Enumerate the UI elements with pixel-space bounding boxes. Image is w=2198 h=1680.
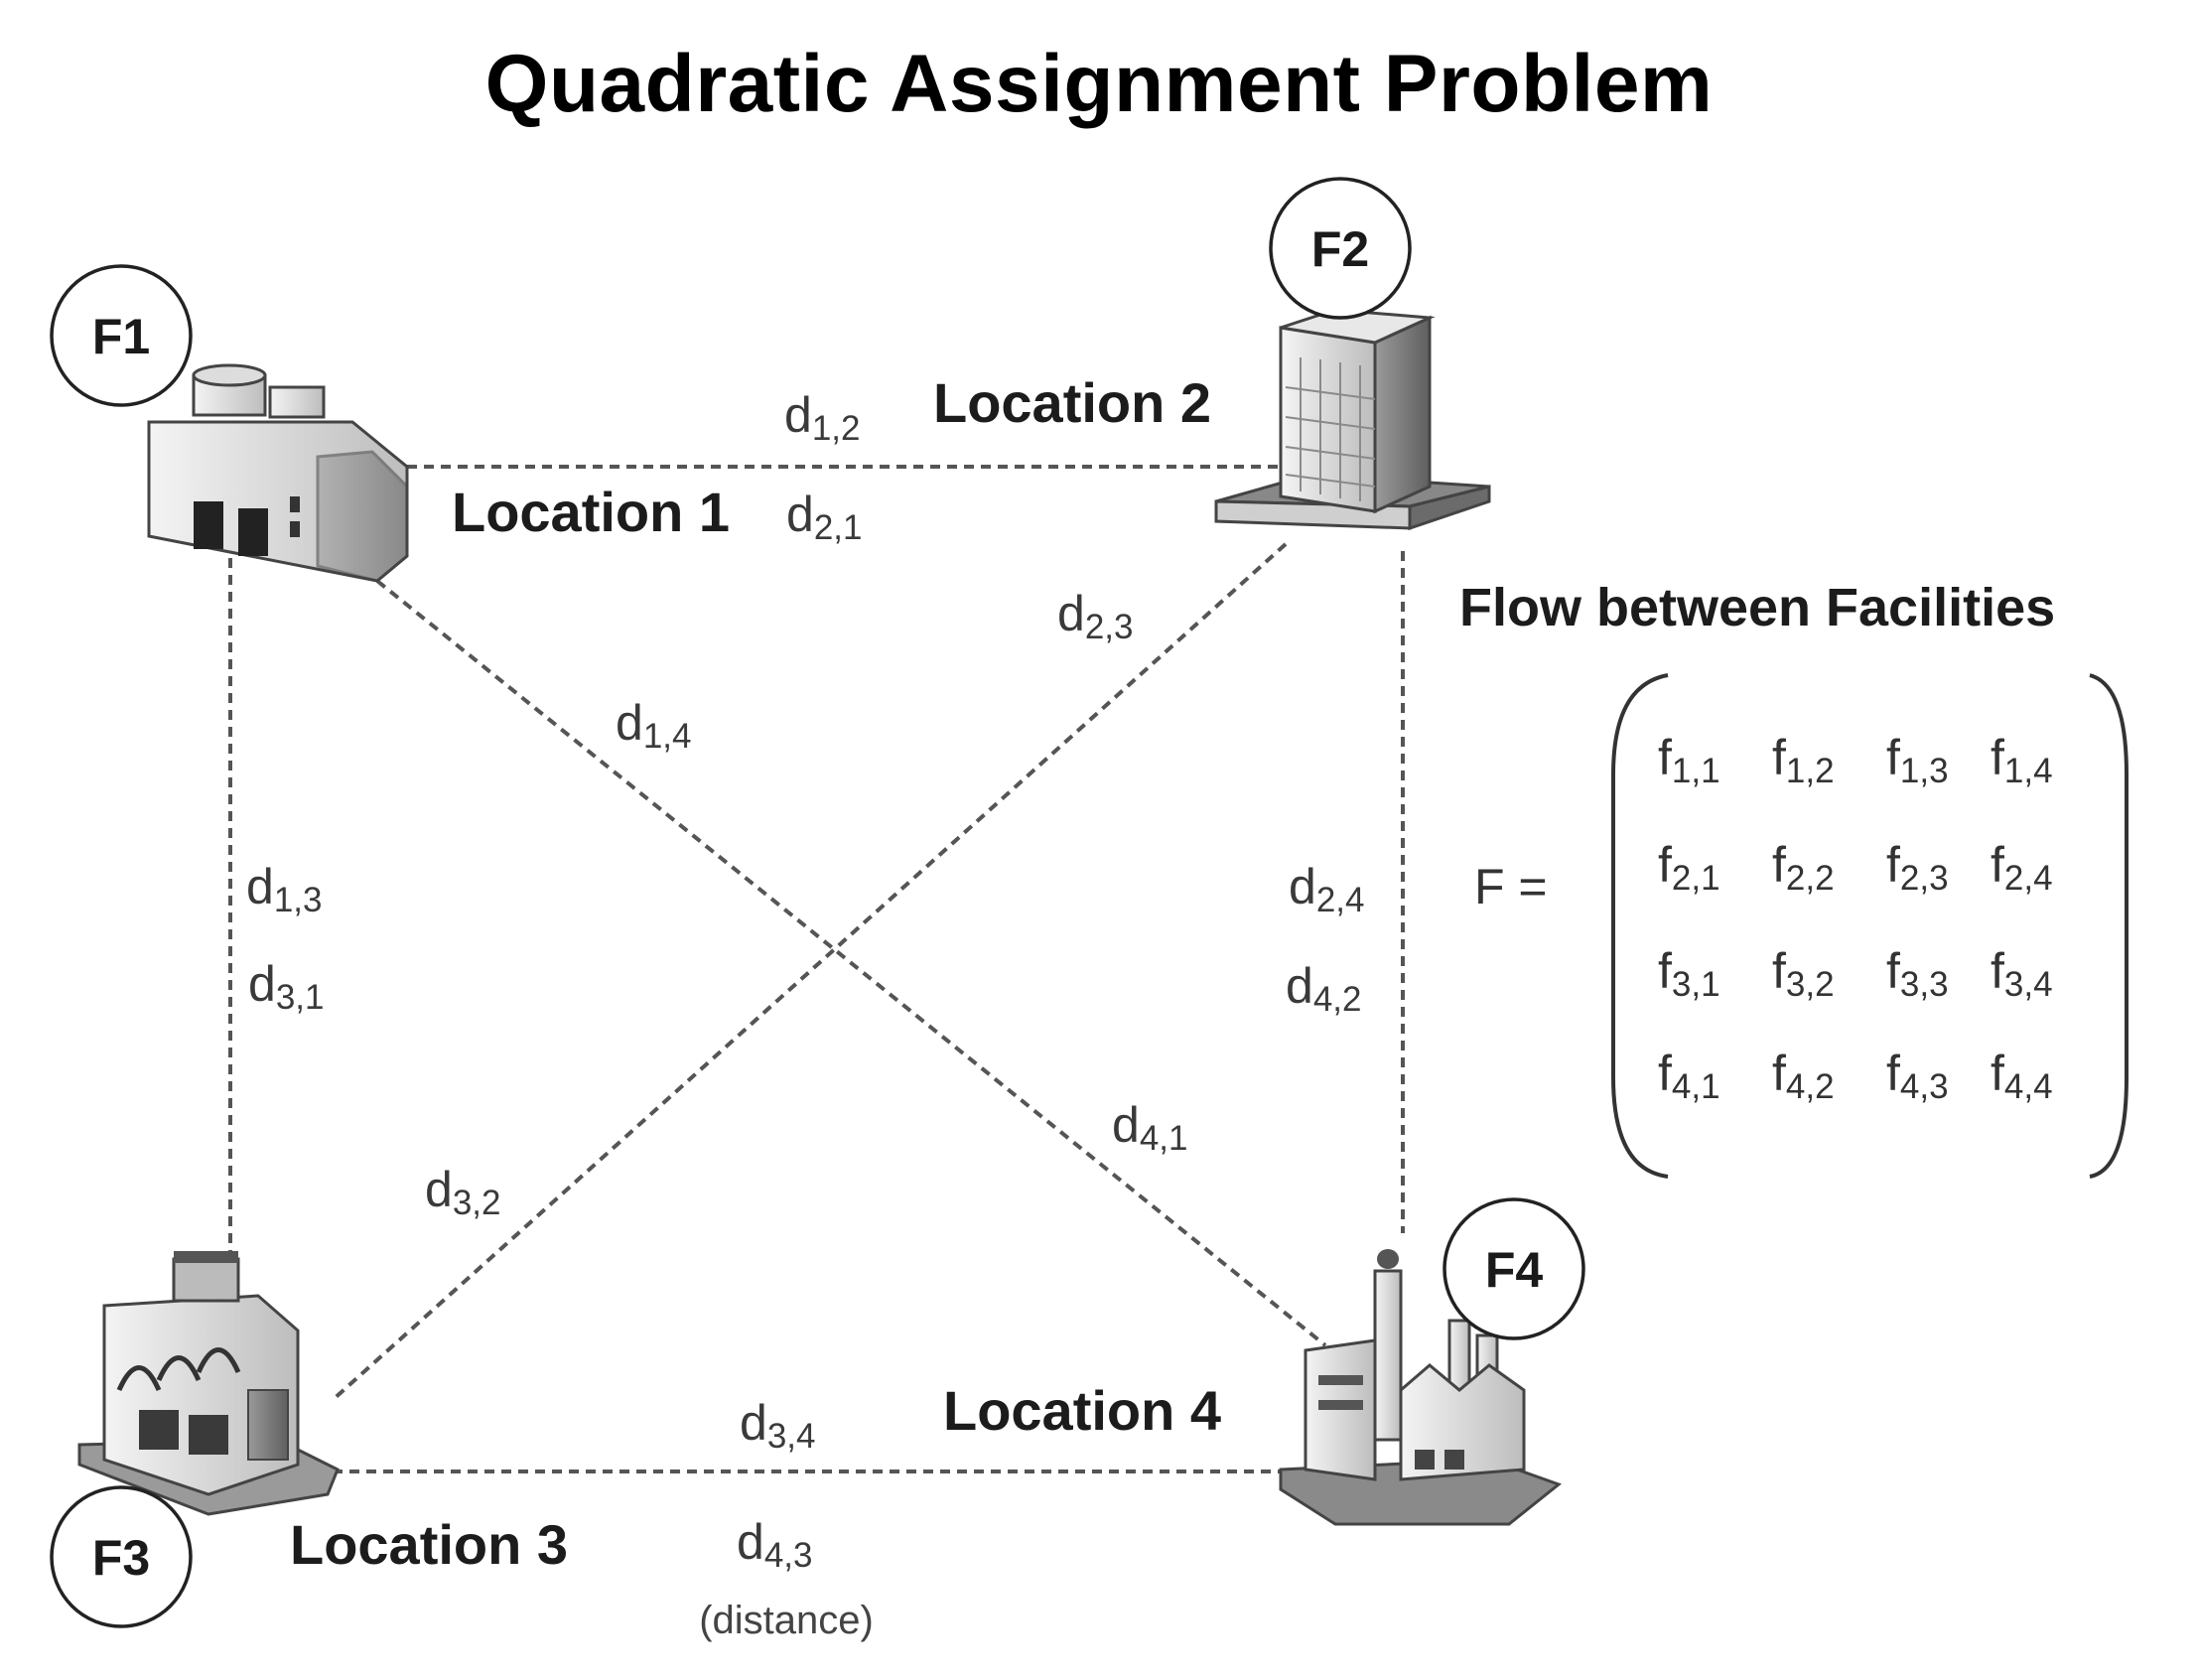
matrix-cell: f4,1 — [1658, 1046, 1720, 1106]
matrix-cell: f4,4 — [1991, 1046, 2053, 1106]
matrix-cell: f4,3 — [1886, 1046, 1949, 1106]
location-label-3: Location 3 — [290, 1513, 568, 1576]
matrix-cells: f1,1 f1,2 f1,3 f1,4 f2,1 f2,2 f2,3 f2,4 f3,1 f3,2… — [1658, 730, 2053, 1106]
distance-label-d31: d3,1 — [248, 956, 324, 1017]
distance-label-d32: d3,2 — [425, 1162, 500, 1222]
facility-badge-f4: F4 — [1442, 1197, 1585, 1340]
distance-label-d13: d1,3 — [246, 859, 322, 919]
plant-building-icon — [77, 1251, 340, 1516]
flow-symbol: F = — [1474, 859, 1548, 914]
matrix-cell: f3,1 — [1658, 943, 1720, 1004]
facility-label-f1: F1 — [92, 309, 150, 364]
facility-label-f4: F4 — [1485, 1242, 1544, 1298]
distance-label-d12: d1,2 — [784, 387, 860, 448]
distance-label-d41: d4,1 — [1112, 1097, 1187, 1158]
matrix-right-bracket — [2089, 673, 2129, 1179]
flow-matrix: Flow between Facilities F = f1,1 f1,2 f1,3… — [1459, 578, 2129, 1179]
matrix-cell: f1,4 — [1991, 730, 2053, 790]
location-label-2: Location 2 — [933, 371, 1211, 434]
matrix-cell: f1,3 — [1886, 730, 1949, 790]
matrix-cell: f4,2 — [1772, 1046, 1835, 1106]
distance-connections — [228, 465, 1405, 1473]
matrix-cell: f2,3 — [1886, 837, 1949, 898]
edge-1-4 — [375, 579, 1327, 1347]
distance-label-d21: d2,1 — [786, 487, 862, 547]
matrix-cell: f1,2 — [1772, 730, 1835, 790]
matrix-cell: f3,3 — [1886, 943, 1949, 1004]
matrix-left-bracket — [1611, 673, 1669, 1179]
matrix-cell: f3,4 — [1991, 943, 2053, 1004]
facility-badge-f3: F3 — [50, 1485, 193, 1628]
distance-label-d42: d4,2 — [1286, 958, 1361, 1019]
matrix-cell: f1,1 — [1658, 730, 1720, 790]
flow-heading: Flow between Facilities — [1459, 578, 2055, 637]
location-label-4: Location 4 — [943, 1379, 1221, 1442]
distance-label-d34: d3,4 — [740, 1395, 815, 1456]
industrial-plant-icon — [1279, 1249, 1563, 1526]
facility-badge-f1: F1 — [50, 264, 193, 407]
facility-label-f3: F3 — [92, 1530, 150, 1586]
factory-icon — [147, 363, 409, 583]
facility-badge-f2: F2 — [1269, 177, 1412, 320]
edge-2-3 — [331, 542, 1288, 1402]
distance-label-d14: d1,4 — [616, 695, 691, 756]
distance-label-d43: d4,3 — [737, 1514, 812, 1575]
distance-note: (distance) — [699, 1599, 874, 1642]
matrix-cell: f2,1 — [1658, 837, 1720, 898]
location-label-1: Location 1 — [452, 481, 730, 543]
distance-label-d23: d2,3 — [1057, 586, 1133, 646]
distance-label-d24: d2,4 — [1289, 859, 1364, 919]
diagram-title: Quadratic Assignment Problem — [484, 39, 1714, 129]
matrix-cell: f2,2 — [1772, 837, 1835, 898]
matrix-cell: f2,4 — [1991, 837, 2053, 898]
office-tower-icon — [1214, 308, 1491, 531]
facility-label-f2: F2 — [1311, 221, 1369, 277]
matrix-cell: f3,2 — [1772, 943, 1835, 1004]
